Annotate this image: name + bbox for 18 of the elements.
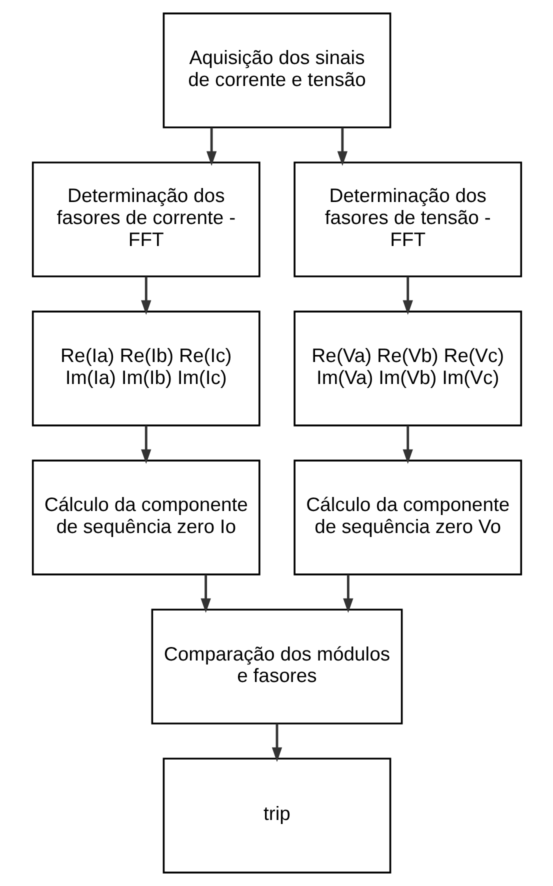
node-box: Aquisição dos sinais de corrente e tensão bbox=[162, 12, 391, 128]
arrow bbox=[402, 276, 412, 315]
node-box: trip bbox=[162, 758, 391, 874]
arrow bbox=[271, 724, 282, 762]
node-box: Determinação dos fasores de tensão - FFT bbox=[293, 162, 522, 278]
arrow bbox=[402, 426, 412, 464]
arrow bbox=[140, 276, 151, 315]
node-box: Comparação dos módulos e fasores bbox=[150, 608, 402, 724]
node-box: Re(Va) Re(Vb) Re(Vc) Im(Va) Im(Vb) Im(Vc) bbox=[293, 310, 522, 426]
arrow bbox=[206, 128, 216, 166]
arrow bbox=[140, 426, 151, 464]
node-box: Cálculo da componente de sequência zero Io bbox=[31, 460, 260, 576]
arrow bbox=[342, 574, 353, 613]
arrow bbox=[336, 128, 348, 166]
node-box: Re(Ia) Re(Ib) Re(Ic) Im(Ia) Im(Ib) Im(Ic) bbox=[31, 310, 260, 426]
arrow bbox=[200, 574, 210, 613]
node-box: Cálculo da componente de sequência zero Vo bbox=[293, 460, 522, 576]
node-box: Determinação dos fasores de corrente - FFT bbox=[31, 162, 260, 278]
